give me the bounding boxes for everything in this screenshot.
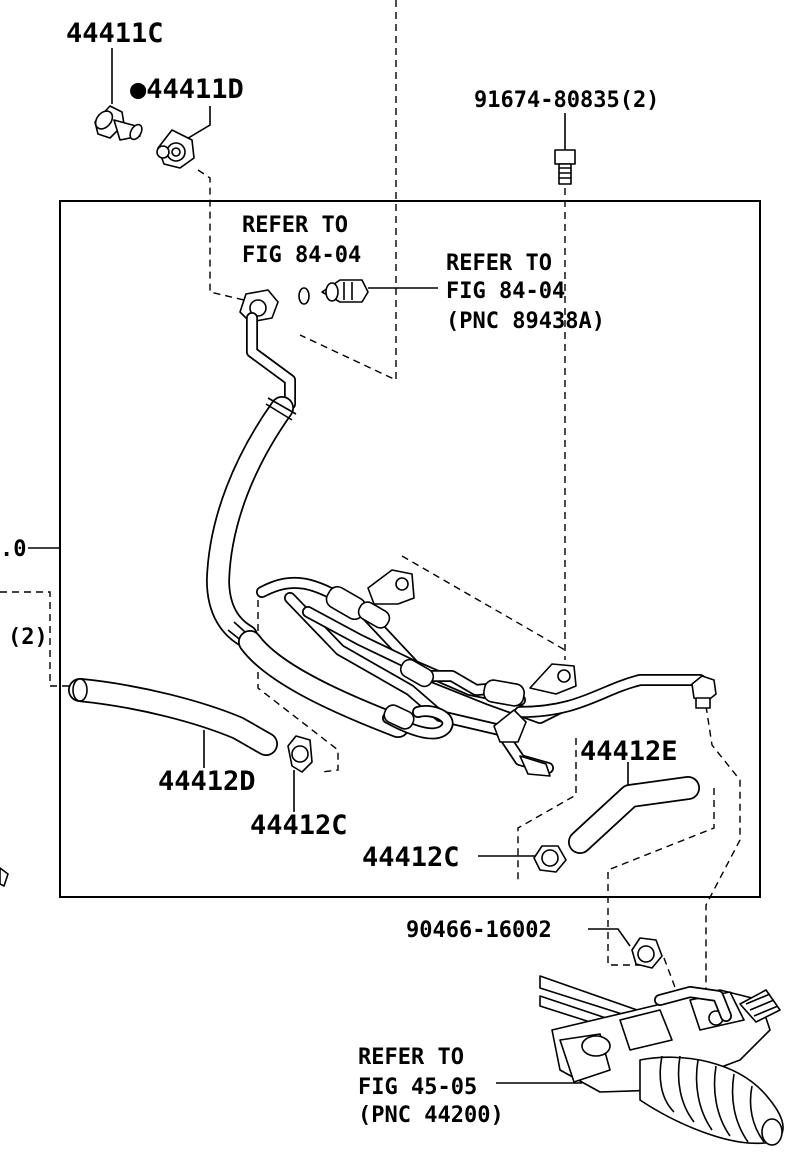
gasket-44411d (156, 129, 195, 169)
offscreen-part (0, 867, 9, 887)
o-ring (298, 287, 310, 305)
label-44411c: 44411C (66, 18, 164, 49)
label-left-qty: (2) (8, 625, 48, 650)
pressure-tube-assembly (206, 289, 717, 777)
label-44411d: ●44411D (130, 74, 244, 105)
pressure-switch (321, 279, 369, 303)
hose-44412d (68, 678, 278, 756)
union-bolt-44411c (94, 105, 143, 141)
labels: 44411C ●44411D 91674-80835(2) REFER TO F… (0, 18, 678, 1128)
label-refer-a-line1: REFER TO (242, 213, 348, 238)
bolt-91674 (554, 149, 576, 185)
hose-44412e (568, 776, 700, 854)
solid-leaders (28, 48, 631, 1084)
label-refer-c-line3: (PNC 44200) (358, 1103, 504, 1128)
clamp-44412c-b (533, 845, 567, 873)
label-refer-b-line3: (PNC 89438A) (446, 309, 605, 334)
steering-gear (539, 975, 784, 1146)
label-44412d: 44412D (158, 766, 256, 797)
assembly-frame (59, 200, 761, 898)
label-44412c-a: 44412C (250, 810, 348, 841)
clamp-90466 (631, 937, 663, 969)
label-44412e: 44412E (580, 736, 678, 767)
label-bolt-91674: 91674-80835(2) (474, 88, 659, 113)
clamp-44412c-a (287, 735, 313, 773)
label-refer-c-line2: FIG 45-05 (358, 1075, 477, 1100)
label-refer-b-line1: REFER TO (446, 251, 552, 276)
label-refer-a-line2: FIG 84-04 (242, 243, 361, 268)
label-clamp-90466: 90466-16002 (406, 918, 552, 943)
label-refer-b-line2: FIG 84-04 (446, 279, 565, 304)
label-left-code: .0 (0, 537, 27, 562)
label-refer-c-line1: REFER TO (358, 1045, 464, 1070)
label-44412c-b: 44412C (362, 842, 460, 873)
